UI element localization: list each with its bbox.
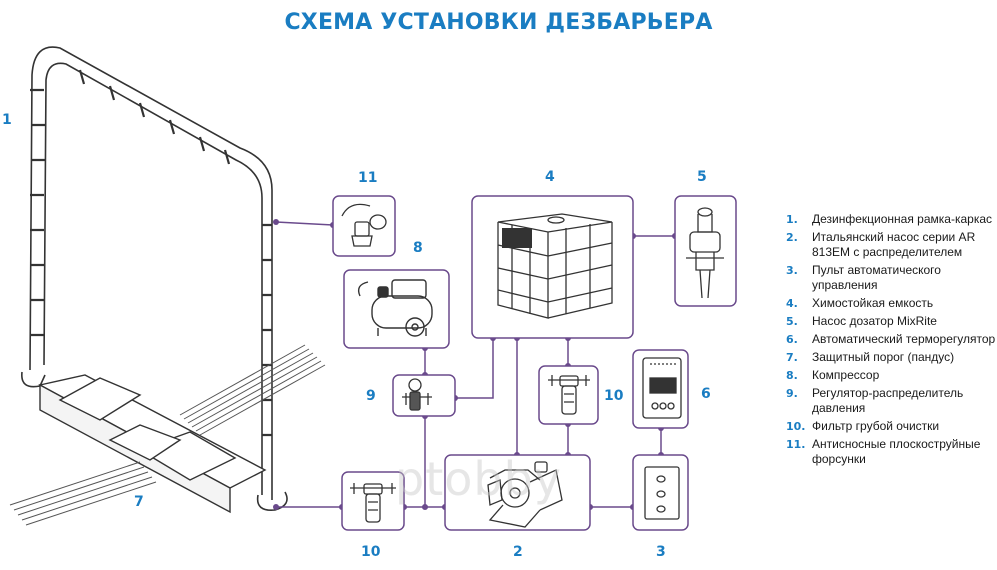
legend: 1. Дезинфекционная рамка-каркас 2. Итальянс…: [786, 212, 996, 470]
disinfection-frame: [21, 46, 288, 512]
callout-9: 9: [366, 388, 376, 404]
callout-4: 4: [545, 169, 555, 185]
legend-text: Дезинфекционная рамка-каркас: [812, 212, 993, 226]
regulator-box: [392, 374, 456, 417]
legend-item: 9. Регулятор-распределитель давления: [786, 386, 996, 416]
legend-number: 7.: [786, 351, 798, 364]
callout-3: 3: [656, 544, 666, 560]
filter-box-bottom: [341, 471, 405, 531]
legend-text: Химостойкая емкость: [812, 296, 934, 310]
legend-number: 5.: [786, 315, 798, 328]
legend-item: 3. Пульт автоматического управления: [786, 263, 996, 293]
callout-10-bottom: 10: [361, 544, 381, 560]
callout-8: 8: [413, 240, 423, 256]
control-panel-box: [632, 454, 689, 531]
legend-item: 6. Автоматический терморегулятор: [786, 332, 996, 347]
legend-text: Насос дозатор MixRite: [812, 314, 937, 328]
connection-lines: [275, 221, 675, 508]
callout-5: 5: [697, 169, 707, 185]
callout-11: 11: [358, 170, 377, 186]
legend-number: 4.: [786, 297, 798, 310]
nozzles-box: [332, 195, 396, 257]
doser-box: [674, 195, 737, 307]
callout-10-top: 10: [604, 388, 624, 404]
callout-6: 6: [701, 386, 711, 402]
protective-ramp: [38, 374, 267, 514]
tank-box: [471, 195, 634, 339]
callout-2: 2: [513, 544, 523, 560]
ramp-hatching: [9, 344, 326, 526]
legend-text: Итальянский насос серии AR 813EM с распр…: [812, 230, 976, 259]
legend-text: Пульт автоматического управления: [812, 263, 941, 292]
legend-number: 2.: [786, 231, 798, 244]
legend-number: 9.: [786, 387, 798, 400]
legend-number: 8.: [786, 369, 798, 382]
legend-item: 4. Химостойкая емкость: [786, 296, 996, 311]
legend-number: 1.: [786, 213, 798, 226]
legend-number: 10.: [786, 420, 806, 433]
legend-item: 7. Защитный порог (пандус): [786, 350, 996, 365]
legend-text: Автоматический терморегулятор: [812, 332, 996, 346]
diagram-title: СХЕМА УСТАНОВКИ ДЕЗБАРЬЕРА: [284, 10, 713, 35]
legend-number: 3.: [786, 264, 798, 277]
legend-number: 6.: [786, 333, 798, 346]
callout-1: 1: [2, 112, 12, 128]
legend-number: 11.: [786, 438, 806, 451]
legend-item: 10. Фильтр грубой очистки: [786, 419, 996, 434]
thermostat-box: [632, 349, 689, 429]
legend-item: 8. Компрессор: [786, 368, 996, 383]
legend-item: 1. Дезинфекционная рамка-каркас: [786, 212, 996, 227]
legend-item: 11. Антисносные плоскоструйные форсунки: [786, 437, 996, 467]
pump-box: [444, 454, 591, 531]
compressor-box: [343, 269, 450, 349]
legend-text: Регулятор-распределитель давления: [812, 386, 964, 415]
legend-text: Фильтр грубой очистки: [812, 419, 940, 433]
legend-item: 2. Итальянский насос серии AR 813EM с рас…: [786, 230, 996, 260]
legend-text: Компрессор: [812, 368, 880, 382]
watermark: ptobby: [395, 452, 562, 506]
callout-7: 7: [134, 494, 144, 510]
legend-item: 5. Насос дозатор MixRite: [786, 314, 996, 329]
filter-box-top: [538, 365, 599, 425]
legend-text: Защитный порог (пандус): [812, 350, 955, 364]
legend-text: Антисносные плоскоструйные форсунки: [812, 437, 981, 466]
